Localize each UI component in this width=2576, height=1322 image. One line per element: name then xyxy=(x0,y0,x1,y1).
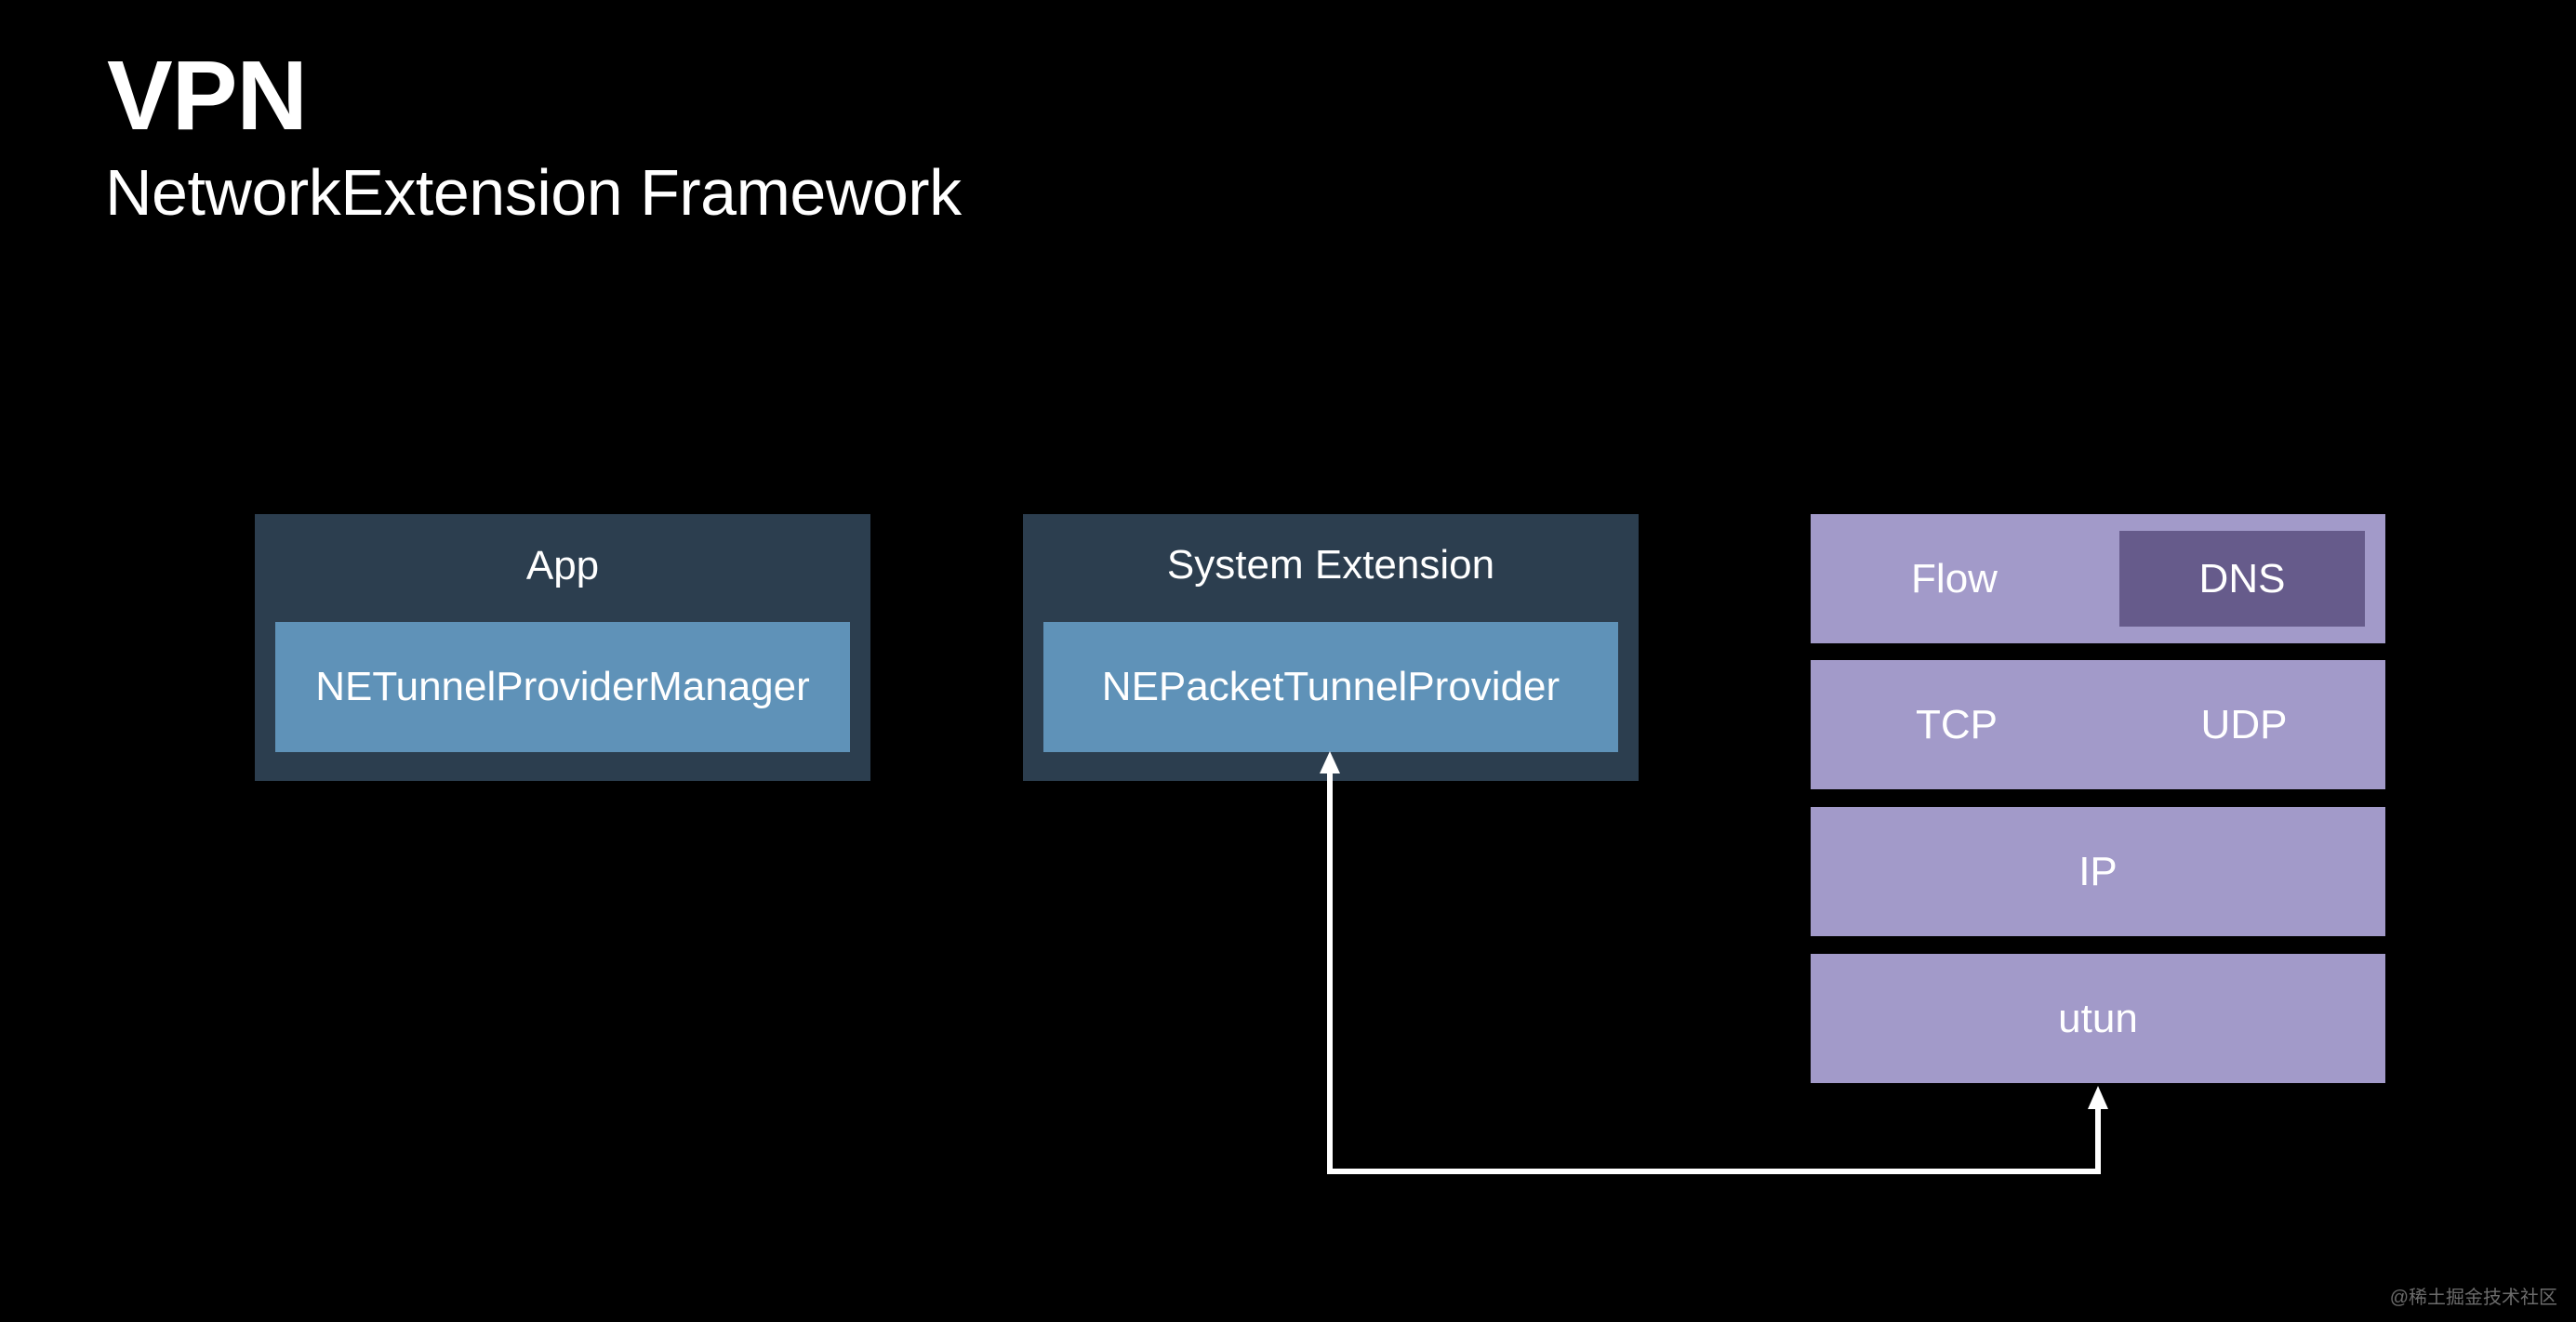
system-extension-panel: System Extension NEPacketTunnelProvider xyxy=(1023,514,1639,781)
utun-label: utun xyxy=(2058,995,2138,1041)
dns-box: DNS xyxy=(2119,531,2365,627)
arrowhead-up-extension xyxy=(1320,751,1340,773)
stack-layer-ip: IP xyxy=(1811,807,2385,936)
ne-packet-tunnel-provider-box: NEPacketTunnelProvider xyxy=(1043,622,1618,752)
udp-label: UDP xyxy=(2200,701,2288,747)
tcp-label: TCP xyxy=(1916,701,1998,747)
app-panel-label: App xyxy=(525,543,600,588)
arrowhead-up-utun xyxy=(2088,1086,2108,1109)
ip-label: IP xyxy=(2078,848,2118,894)
system-extension-panel-label: System Extension xyxy=(1166,542,1495,588)
watermark: @稀土掘金技术社区 xyxy=(2389,1288,2557,1308)
ne-tunnel-provider-manager-box: NETunnelProviderManager xyxy=(275,622,850,752)
stack-layer-tcp-udp: TCP UDP xyxy=(1811,660,2385,789)
slide-subtitle: NetworkExtension Framework xyxy=(105,156,962,229)
app-panel: App NETunnelProviderManager xyxy=(255,514,870,781)
stack-layer-flow-dns: Flow DNS xyxy=(1811,514,2385,643)
stack-layer-utun: utun xyxy=(1811,954,2385,1083)
connection-line xyxy=(1327,773,2101,1174)
slide-title: VPN xyxy=(107,41,308,151)
flow-label: Flow xyxy=(1911,555,1998,602)
